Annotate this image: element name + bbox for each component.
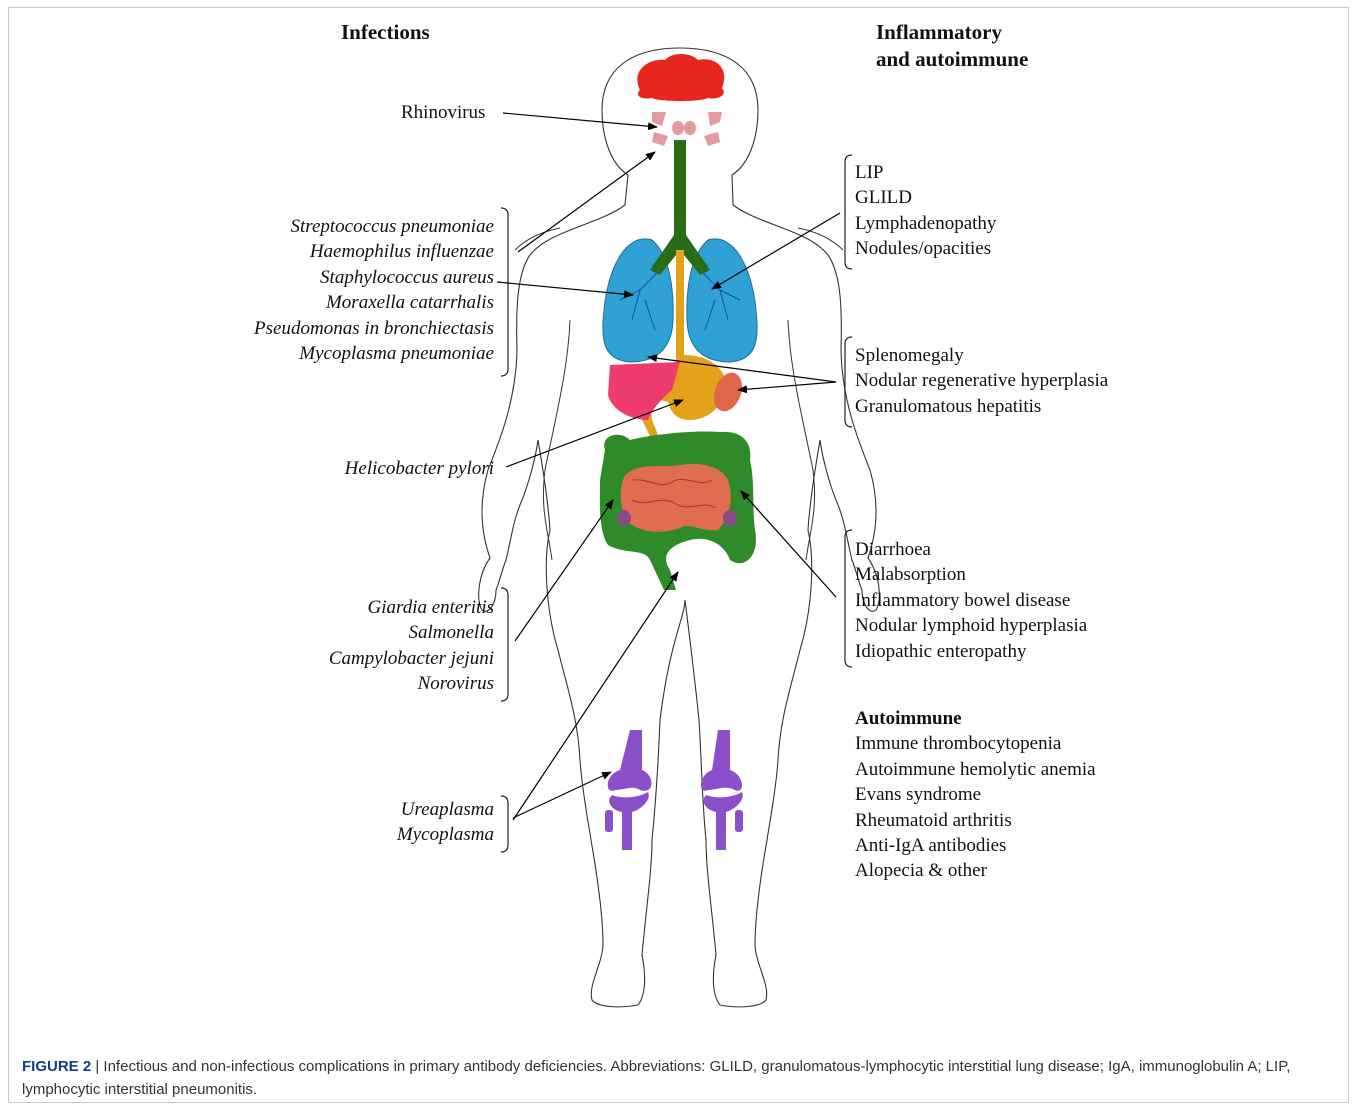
- small-intestine: [621, 464, 731, 532]
- rhinovirus-label: Rhinovirus: [401, 100, 485, 125]
- bracket-liver: [845, 337, 852, 427]
- sinuses: [652, 112, 722, 146]
- bracket-gut-infections: [501, 588, 508, 701]
- inflammatory-header: Inflammatory and autoimmune: [876, 19, 1028, 73]
- respiratory-bacteria-list: Streptococcus pneumoniae Haemophilus inf…: [254, 214, 494, 366]
- liver-spleen-list: Splenomegaly Nodular regenerative hyperp…: [855, 343, 1108, 419]
- knee-bones: [605, 730, 743, 850]
- gut-inflammatory-list: Diarrhoea Malabsorption Inflammatory bow…: [855, 537, 1087, 664]
- bracket-joint-infections: [501, 796, 508, 852]
- caption-text: | Infectious and non-infectious complica…: [22, 1058, 1290, 1098]
- autoimmune-list: Autoimmune Immune thrombocytopenia Autoi…: [855, 706, 1096, 884]
- liver: [608, 362, 680, 420]
- infections-header: Infections: [341, 19, 430, 46]
- figure-caption: FIGURE 2 | Infectious and non-infectious…: [22, 1055, 1342, 1101]
- lung-inflammatory-list: LIP GLILD Lymphadenopathy Nodules/opacit…: [855, 160, 996, 262]
- appendix-node: [617, 510, 631, 526]
- helicobacter-label: Helicobacter pylori: [345, 456, 494, 481]
- autoimmune-title: Autoimmune: [855, 706, 1096, 731]
- joint-infections-list: Ureaplasma Mycoplasma: [397, 797, 494, 848]
- arrow-respiratory-sinus: [518, 152, 655, 252]
- gut-infections-list: Giardia enteritis Salmonella Campylobact…: [329, 595, 494, 697]
- bracket-respiratory: [501, 208, 508, 376]
- brain: [637, 54, 724, 101]
- arrow-liver-2: [738, 382, 836, 390]
- arrow-ureaplasma-knee: [513, 772, 611, 818]
- arrow-gut-infection: [515, 500, 613, 641]
- figure-label: FIGURE 2: [22, 1058, 91, 1075]
- bracket-gut: [845, 530, 852, 667]
- bracket-lung: [845, 155, 852, 269]
- arrow-rhinovirus: [503, 113, 657, 127]
- appendix-node: [723, 510, 737, 526]
